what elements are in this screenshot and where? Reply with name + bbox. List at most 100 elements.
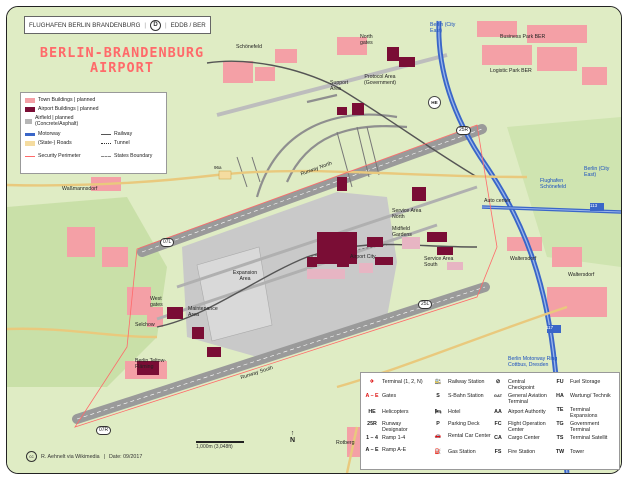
legend-tg: Government Terminal xyxy=(570,421,600,433)
legend-sym-fc: FC xyxy=(494,421,502,427)
legend-ca: Cargo Center xyxy=(508,435,540,441)
label-rotberg: Rotberg xyxy=(336,440,355,446)
header-bar: FLUGHAFEN BERLIN BRANDENBURG | D | EDDB … xyxy=(24,16,211,34)
credit: cc R. Aehnelt via Wikimedia | Date: 09/2… xyxy=(26,451,142,462)
north-arrow: ↑ N xyxy=(290,430,295,444)
legend-airfield: Airfield | planned (Concrete/Asphalt) xyxy=(34,115,79,127)
country-badge: D xyxy=(150,19,162,31)
legend-runway: Runway Designator xyxy=(382,421,408,433)
label-a113: 113 xyxy=(590,203,598,208)
legend-sym-gas: ⛽ xyxy=(434,449,442,455)
legend-sym-tg: TG xyxy=(556,421,564,427)
legend-sym-fu: FU xyxy=(556,379,564,385)
label-maintenance: Maintenance Area xyxy=(188,306,218,318)
taxiways xyxy=(255,93,408,198)
label-midfield: Midfield Gardens xyxy=(392,226,412,238)
legend-railway-station: Railway Station xyxy=(448,379,485,385)
legend-rampae: Ramp A-E xyxy=(382,447,407,453)
runway-25l: 25L xyxy=(418,300,433,309)
legend-parking: Parking Deck xyxy=(448,421,480,427)
airport-map xyxy=(7,7,621,473)
legend-sym-parking: P xyxy=(436,421,440,427)
forest-west xyxy=(7,197,167,387)
legend-fu: Fuel Storage xyxy=(570,379,601,385)
legend-sym-ca: CA xyxy=(494,435,502,441)
legend-fc: Flight Operation Center xyxy=(508,421,546,433)
legend-rental: Rental Car Center xyxy=(448,433,491,439)
legend-sym-terminal: ✈ xyxy=(369,379,375,385)
legend-motorway: Motorway xyxy=(38,131,61,137)
map-title: BERLIN-BRANDENBURG AIRPORT xyxy=(39,45,205,76)
label-protocol: Protocol Area (Government) xyxy=(364,74,396,86)
legend-top: Town Buildings | planned Airport Buildin… xyxy=(20,92,167,174)
cc-icon: cc xyxy=(26,451,37,462)
credit-date: Date: 09/2017 xyxy=(108,453,143,460)
label-waltersdorf: Waltersdorf xyxy=(568,272,595,278)
label-wassmannsdorf: Waßmannsdorf xyxy=(62,186,98,192)
label-teltow: Berlin Teltow-Fläming xyxy=(135,358,167,370)
legend-sym-sbahn: S xyxy=(436,393,440,399)
label-waltersdorf-road: Waltersdorf xyxy=(510,256,537,262)
legend-checkpoint: Central Checkpoint xyxy=(508,379,535,391)
legend-ramp14: Ramp 1-4 xyxy=(382,435,406,441)
legend-sym-rental: 🚗 xyxy=(434,433,442,439)
legend-airport: Airport Buildings | planned xyxy=(38,106,99,112)
legend-sym-te: TE xyxy=(556,407,564,413)
legend-sym-fs: FS xyxy=(494,449,502,455)
motorway-shields xyxy=(218,170,604,333)
legend-sym-gat: GAT xyxy=(493,393,503,398)
legend-boundary: States Boundary xyxy=(114,153,153,159)
legend-tw: Tower xyxy=(570,449,585,455)
legend-railway: Railway xyxy=(114,131,133,137)
label-north-gates: North gates xyxy=(360,34,373,46)
label-berlin-ring: Berlin Motorway Ring Cottbus, Dresden xyxy=(508,356,558,368)
runways xyxy=(72,53,490,424)
label-a117: 117 xyxy=(546,325,554,330)
legend-sym-gates: A – E xyxy=(365,393,379,399)
scale-bar: 1,000m (3,048ft) xyxy=(196,441,244,450)
legend-gates: Gates xyxy=(382,393,397,399)
label-berlin-east-top: Berlin (City East) xyxy=(430,22,456,34)
helipad-he: HE xyxy=(428,96,441,109)
legend-sym-checkpoint: ⊘ xyxy=(495,379,501,385)
legend-fs: Fire Station xyxy=(508,449,536,455)
north-arrow-icon: ↑ xyxy=(290,430,295,437)
runway-25r: 25R xyxy=(456,126,472,135)
airport-name: FLUGHAFEN BERLIN BRANDENBURG xyxy=(29,21,141,29)
airport-codes: EDDB / BER xyxy=(170,21,206,29)
legend-sym-ramp14: 1 – 4 xyxy=(366,435,378,441)
legend-aa: Airport Authority xyxy=(508,409,546,415)
north-label: N xyxy=(290,437,296,444)
legend-roads: (State-) Roads xyxy=(38,140,72,146)
label-logistic-park: Logistic Park BER xyxy=(490,68,532,74)
forest-east xyxy=(507,117,621,267)
legend-gat: General Aviation Terminal xyxy=(508,393,547,405)
label-service-south: Service Area South xyxy=(424,256,454,268)
legend-sym-hotel: 🛏 xyxy=(434,409,442,415)
label-road-96a: 96a xyxy=(214,165,222,170)
runway-07r: 07R xyxy=(96,426,112,435)
planned-airport-buildings xyxy=(307,237,463,279)
label-expansion: Expansion Area xyxy=(232,270,258,282)
legend-sym-railway-station: 🚉 xyxy=(434,379,442,385)
label-support-area: Support Area xyxy=(330,80,349,92)
airport-buildings xyxy=(137,47,453,375)
legend-ts: Terminal Satellit xyxy=(570,435,608,441)
legend-town: Town Buildings | planned xyxy=(38,97,96,103)
legend-te: Terminal Expansions xyxy=(570,407,598,419)
label-business-park: Business Park BER xyxy=(500,34,546,40)
scale-label: 1,000m (3,048ft) xyxy=(196,444,233,450)
label-west-gates: West gates xyxy=(150,296,163,308)
legend-sym-ha: HA xyxy=(556,393,564,399)
legend-hotel: Hotel xyxy=(448,409,461,415)
label-flughafen-sbf: Flughafen Schönefeld xyxy=(540,178,566,190)
legend-sym-helicopters: HE xyxy=(368,409,376,415)
label-airport-city: Airport City xyxy=(350,254,376,260)
legend-sym-aa: AA xyxy=(494,409,502,415)
map-frame xyxy=(6,6,622,474)
label-selchow: Selchow xyxy=(135,322,155,328)
legend-sym-rampae: A – E xyxy=(365,447,379,453)
legend-tunnel: Tunnel xyxy=(114,140,130,146)
label-schonefeld: Schönefeld xyxy=(236,44,262,50)
